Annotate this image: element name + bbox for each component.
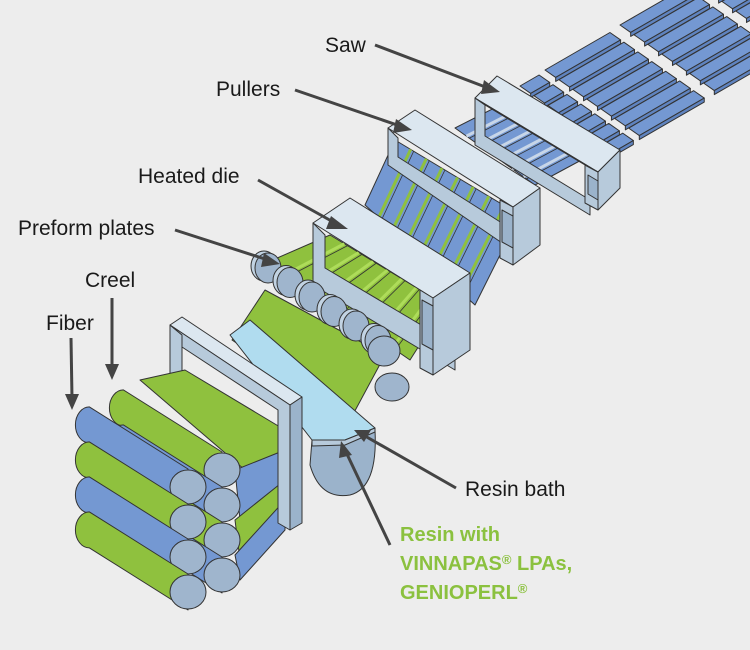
resin-note-line3: GENIOPERL® [400, 581, 528, 604]
fiber-leader [69, 337, 74, 399]
resin-note-leader [344, 451, 392, 546]
preform-plates-leader [174, 228, 269, 262]
fiber-spool-end [169, 574, 207, 610]
preform-plates-arrowhead-icon [261, 253, 280, 267]
label-fiber: Fiber [46, 312, 94, 335]
resin-note-lpas: LPAs, [511, 553, 572, 575]
heated-die-leader [257, 178, 336, 225]
resin-note-line2: VINNAPAS® LPAs, [400, 552, 572, 575]
preform-plate-end [367, 335, 401, 367]
labels: Saw Pullers Heated die Preform plates Cr… [18, 34, 572, 604]
cut-profile-bar-edge [685, 33, 750, 76]
fiber-spool-end [203, 557, 241, 593]
creel-arrowhead-icon [105, 364, 119, 380]
cut-profile-bar [619, 0, 688, 33]
pullers-leader [294, 88, 401, 128]
saw-arrowhead-icon [481, 80, 500, 94]
cut-profile-bar-edge [638, 97, 705, 141]
label-resin-bath: Resin bath [465, 478, 565, 501]
fiber-feed [139, 369, 286, 581]
resin-note-vinnapas: VINNAPAS [400, 553, 502, 575]
label-heated-die: Heated die [138, 165, 240, 188]
label-saw: Saw [325, 34, 367, 57]
resin-note-reg-mark-2: ® [518, 581, 528, 596]
fiber-spools [74, 389, 241, 611]
saw-leader [374, 43, 489, 90]
heated-die [312, 197, 471, 376]
profile-green-stripe-edge [395, 160, 430, 233]
pullers-arrowhead-icon [393, 119, 412, 133]
resin-note-arrowhead-icon [339, 441, 352, 458]
cut-profile-bar [675, 25, 750, 72]
heated-die-arrowhead-icon [326, 216, 348, 229]
lower-roller [374, 372, 410, 402]
cut-profile-bar-edge [732, 0, 750, 14]
cut-profile-bar-edge [713, 69, 750, 96]
profile-green-stripe [377, 148, 412, 219]
resin-bath-arrowhead-icon [354, 430, 371, 442]
cut-profile-bar [689, 38, 750, 82]
leader-lines [65, 43, 500, 546]
profile-green-stripe [391, 158, 428, 231]
fiber-spool-body [74, 511, 189, 611]
cut-profile-bar-edge [718, 0, 725, 4]
saw-frame [474, 75, 621, 216]
cut-profile-bar-edge [699, 51, 750, 86]
cut-profile-bar [703, 55, 750, 92]
profile-green-stripe-edge [381, 151, 414, 220]
cut-profile-bar-edge [745, 15, 750, 23]
creel-frame [169, 316, 303, 531]
label-preform-plates: Preform plates [18, 217, 155, 240]
resin-note-line1: Resin with [400, 524, 500, 546]
cut-profile-bar [735, 2, 750, 19]
pullers-frame [387, 109, 541, 266]
fiber-arrowhead-icon [65, 394, 79, 410]
resin-bath-leader [364, 434, 457, 490]
resin-note-reg-mark: ® [502, 552, 512, 567]
cut-profile-bar [721, 0, 749, 10]
label-pullers: Pullers [216, 78, 280, 101]
resin-note-genioperl: GENIOPERL [400, 582, 518, 604]
label-creel: Creel [85, 269, 135, 292]
